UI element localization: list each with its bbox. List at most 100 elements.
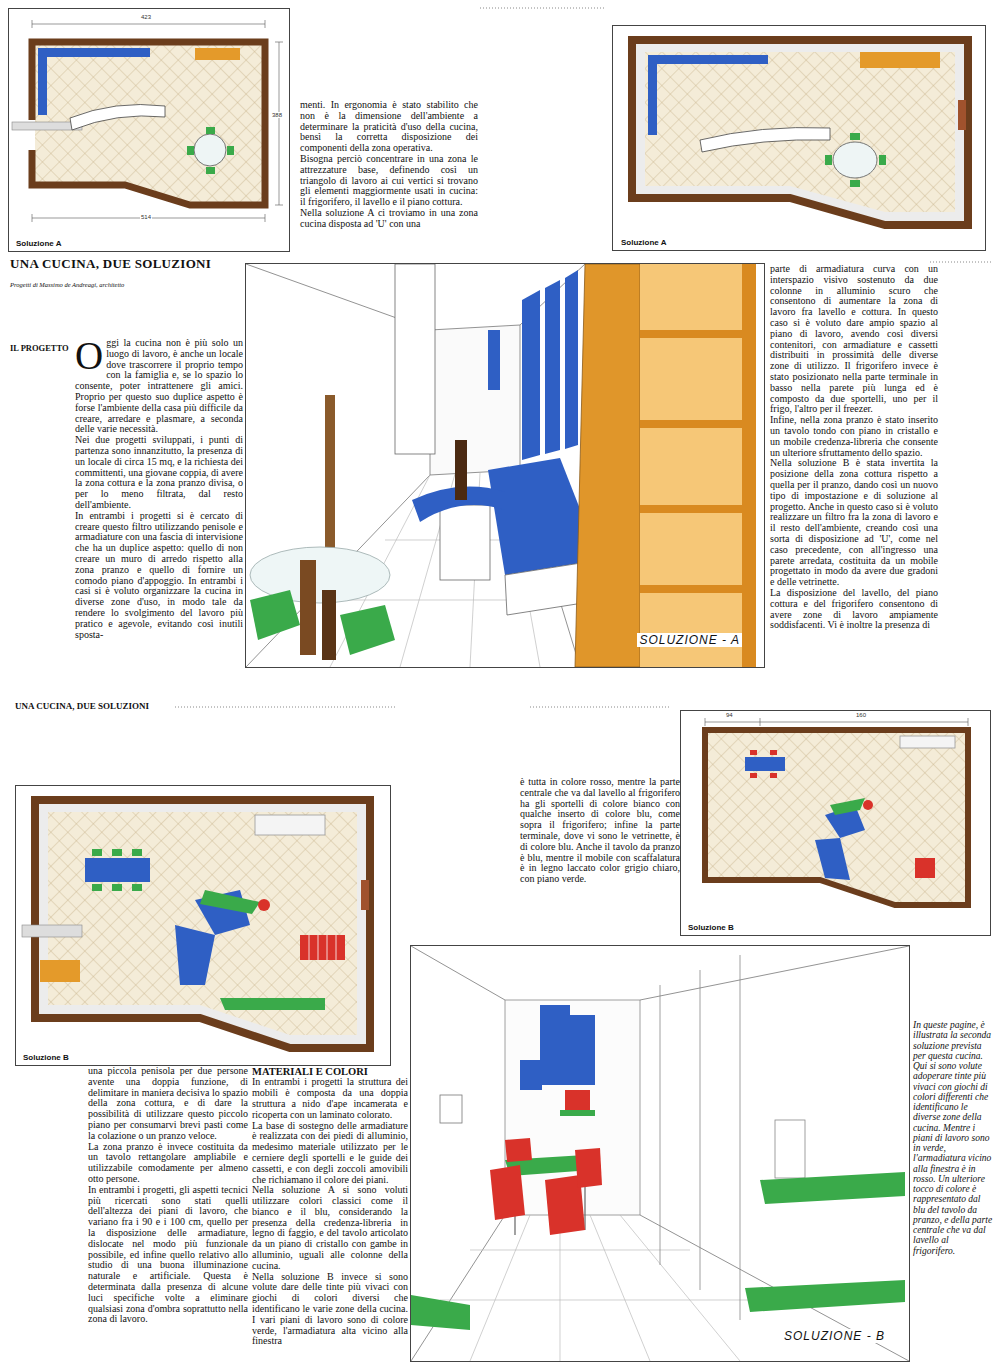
- perspective-drawing-shape: [640, 264, 745, 667]
- figure-caption: SOLUZIONE - A: [637, 633, 742, 647]
- perspective-drawing-shape: [430, 325, 520, 475]
- text-column: Oggi la cucina non è più solo un luogo d…: [75, 338, 243, 666]
- perspective-drawing-shape: [515, 1170, 585, 1235]
- dotted-rule-shape: [930, 262, 992, 263]
- body-paragraph: Nella soluzione A ci troviamo in una zon…: [300, 208, 478, 230]
- perspective-drawing: [246, 264, 764, 667]
- perspective-drawing-shape: [570, 1015, 595, 1085]
- floor-plan-shape: [815, 838, 850, 880]
- floor-plan-shape: [900, 736, 955, 748]
- floor-plan: [632, 40, 968, 225]
- perspective-drawing-shape: [440, 1095, 462, 1123]
- floor-plan-shape: [85, 858, 150, 882]
- body-paragraph: Oggi la cucina non è più solo un luogo d…: [75, 338, 243, 435]
- floor-plan-shape: [958, 100, 966, 130]
- perspective-drawing-shape: [411, 946, 909, 1361]
- floor-plan-shape: [632, 40, 968, 225]
- perspective-drawing-shape: [775, 1120, 805, 1178]
- perspective-drawing-shape: [660, 955, 740, 1320]
- floor-plan-shape: [863, 800, 873, 810]
- dimension-label: 94: [725, 712, 734, 718]
- floor-plan-shape: [860, 52, 940, 68]
- floor-plan-shape: [132, 884, 142, 891]
- body-paragraph: Nei due progetti sviluppati, i punti di …: [75, 435, 243, 511]
- floor-plan: [22, 800, 370, 1048]
- body-paragraph: Nella soluzione B è stata invertita la p…: [770, 458, 938, 588]
- floor-plan-shape: [175, 925, 215, 985]
- perspective-drawing-shape: [560, 1110, 595, 1116]
- perspective-drawing-shape: [565, 270, 578, 449]
- perspective-figure: SOLUZIONE - A: [245, 263, 765, 668]
- floor-plan: [12, 20, 283, 222]
- floor-plan-shape: [833, 142, 877, 178]
- perspective-drawing-shape: [742, 264, 756, 667]
- dimension-label: 423: [140, 14, 152, 20]
- body-paragraph: Nella soluzione B invece si sono volute …: [252, 1272, 408, 1348]
- text-column: menti. In ergonomia è stato stabilito ch…: [300, 100, 478, 250]
- running-header: UNA CUCINA, DUE SOLUZIONI: [15, 701, 149, 711]
- floor-plan-shape: [194, 134, 226, 166]
- floor-plan-shape: [48, 812, 357, 1035]
- floor-plan-shape: [227, 146, 234, 155]
- figure-caption: Soluzione B: [686, 923, 736, 932]
- perspective-drawing-shape: [490, 1165, 525, 1220]
- body-paragraph: La base di sostegno delle armadiature è …: [252, 1121, 408, 1186]
- floor-plan-shape: [632, 40, 968, 225]
- byline: Progetti di Massimo de Andreagi, archite…: [10, 281, 124, 288]
- figure-caption: SOLUZIONE - B: [782, 1329, 887, 1343]
- body-paragraph: La disposizione del lavello, del piano c…: [770, 588, 938, 631]
- floor-plan-shape: [708, 733, 965, 902]
- perspective-drawing-shape: [488, 330, 500, 390]
- perspective-drawing-shape: [745, 1280, 905, 1312]
- floor-plan-shape: [850, 180, 860, 187]
- floor-plan-shape: [255, 815, 325, 835]
- figure-caption: Soluzione A: [619, 238, 668, 247]
- perspective-drawing-shape: [520, 1060, 542, 1090]
- body-paragraph: Bisogna perciò concentrare in una zona l…: [300, 154, 478, 208]
- floor-plan-shape: [645, 52, 955, 212]
- body-paragraph: La zona pranzo è invece costituita da un…: [88, 1142, 248, 1185]
- floor-plan-shape: [879, 155, 886, 165]
- perspective-drawing-shape: [522, 290, 540, 460]
- perspective-drawing-shape: [300, 560, 316, 655]
- section-heading: IL PROGETTO: [10, 343, 69, 353]
- floor-plan: [705, 718, 968, 905]
- floor-plan-shape: [220, 998, 325, 1010]
- floor-plan-shape: [300, 935, 345, 960]
- floor-plan-shape: [206, 167, 215, 174]
- dotted-rule: [175, 8, 992, 707]
- text-column: è tutta in colore rosso, mentre la parte…: [520, 777, 680, 942]
- perspective-drawing-shape: [640, 505, 745, 513]
- floor-plan-shape: [70, 105, 165, 131]
- perspective-drawing-shape: [505, 1138, 532, 1162]
- perspective-drawing-shape: [540, 1005, 570, 1085]
- dimension-label: 160: [855, 712, 867, 718]
- floor-plan-shape: [705, 718, 968, 726]
- perspective-drawing-shape: [640, 420, 745, 428]
- floor-plan-shape: [22, 925, 82, 937]
- text-column: MATERIALI E COLORIIn entrambi i progetti…: [252, 1066, 408, 1364]
- perspective-drawing-shape: [440, 505, 490, 580]
- body-paragraph: In entrambi i progetti la struttura dei …: [252, 1077, 408, 1120]
- floor-plan-shape: [32, 20, 283, 222]
- floor-plan-shape: [705, 730, 968, 905]
- body-paragraph: è tutta in colore rosso, mentre la parte…: [520, 777, 680, 885]
- floor-plan-shape: [745, 757, 785, 771]
- dotted-rule-shape: [175, 707, 395, 708]
- perspective-drawing-shape: [640, 585, 745, 593]
- perspective-drawing-shape: [250, 547, 390, 603]
- perspective-drawing-shape: [575, 1148, 602, 1188]
- text-column: parte di armadiatura curva con un inters…: [770, 264, 938, 666]
- floor-plan-shape: [825, 155, 832, 165]
- floor-plan-shape: [187, 146, 194, 155]
- floor-plan-shape: [850, 133, 860, 140]
- floor-plan-shape: [112, 849, 122, 856]
- body-paragraph: Infine, nella zona pranzo è stato inseri…: [770, 415, 938, 458]
- floor-plan-shape: [258, 899, 270, 911]
- perspective-drawing-shape: [246, 264, 764, 667]
- figure-caption: Soluzione B: [21, 1053, 71, 1062]
- dotted-rule-shape: [530, 707, 670, 708]
- page-title: UNA CUCINA, DUE SOLUZIONI: [10, 256, 211, 272]
- body-paragraph: In entrambi i progetti, gli aspetti tecn…: [88, 1185, 248, 1325]
